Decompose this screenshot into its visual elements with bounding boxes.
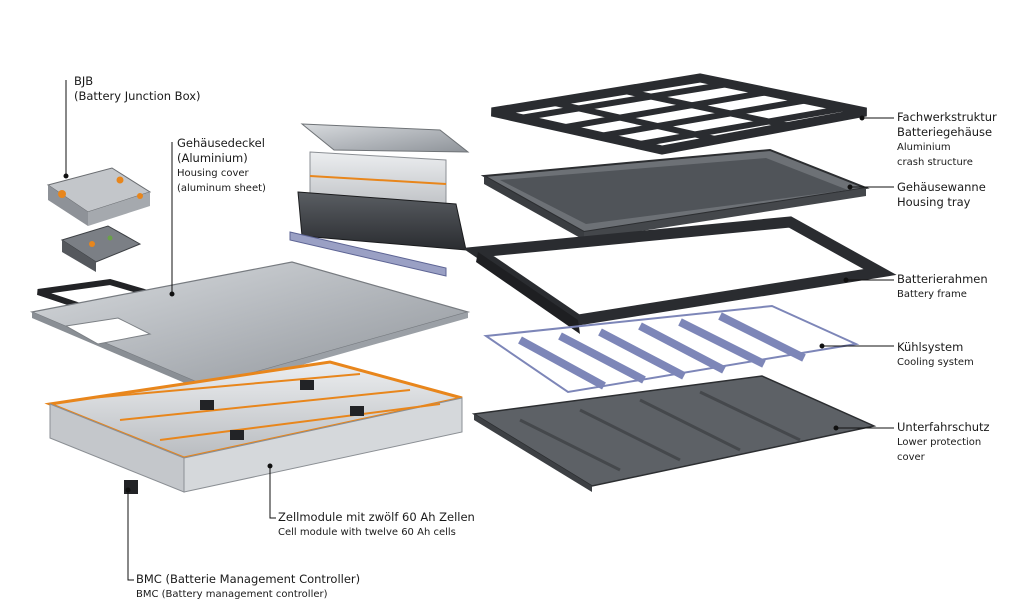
battery-frame [462, 216, 897, 334]
label-underbody-en2: cover [897, 452, 925, 463]
label-cover-en1: Housing cover [177, 168, 249, 179]
label-cell-modules: Zellmodule mit zwölf 60 Ah Zellen Cell m… [278, 510, 475, 540]
label-housing-cover: Gehäusedeckel (Aluminium) Housing cover … [177, 136, 266, 196]
cooling-system [483, 304, 860, 394]
label-tray-en: Housing tray [897, 195, 971, 209]
truss-structure [491, 73, 867, 155]
label-cooling-system: Kühlsystem Cooling system [897, 340, 974, 370]
label-cover-de1: Gehäusedeckel [177, 136, 265, 150]
label-truss-en2: crash structure [897, 157, 973, 168]
label-frame-de: Batterierahmen [897, 272, 988, 286]
label-modules-de: Zellmodule mit zwölf 60 Ah Zellen [278, 510, 475, 524]
label-underbody-en1: Lower protection [897, 437, 982, 448]
housing-tray [480, 148, 870, 240]
label-truss-de1: Fachwerkstruktur [897, 110, 997, 124]
label-cover-de2: (Aluminium) [177, 151, 248, 165]
label-bmc-en: BMC (Battery management controller) [136, 589, 328, 600]
label-cover-en2: (aluminum sheet) [177, 183, 266, 194]
label-bmc-de: BMC (Batterie Management Controller) [136, 572, 361, 586]
label-truss-de2: Batteriegehäuse [897, 125, 993, 139]
label-modules-en: Cell module with twelve 60 Ah cells [278, 527, 456, 538]
label-bjb-de: BJB [74, 74, 94, 88]
label-bmc: BMC (Batterie Management Controller) BMC… [136, 572, 360, 602]
upper-module-stack [289, 123, 470, 277]
label-housing-tray: Gehäusewanne Housing tray [897, 180, 986, 210]
label-battery-frame: Batterierahmen Battery frame [897, 272, 988, 302]
label-cooling-en: Cooling system [897, 357, 974, 368]
label-underbody-de: Unterfahrschutz [897, 420, 990, 434]
housing-cover-plate [29, 261, 471, 392]
label-truss-en1: Aluminium [897, 142, 951, 153]
label-tray-de: Gehäusewanne [897, 180, 986, 194]
bjb-component [46, 167, 152, 272]
label-truss: Fachwerkstruktur Batteriegehäuse Alumini… [897, 110, 997, 170]
leader-lines [63, 80, 894, 581]
lower-protection-cover [471, 375, 877, 492]
cell-modules-assembly [44, 360, 463, 494]
label-lower-protection: Unterfahrschutz Lower protection cover [897, 420, 990, 465]
label-frame-en: Battery frame [897, 289, 967, 300]
label-bjb: BJB (Battery Junction Box) [74, 74, 201, 104]
label-cooling-de: Kühlsystem [897, 340, 964, 354]
label-bjb-en: (Battery Junction Box) [74, 89, 201, 103]
